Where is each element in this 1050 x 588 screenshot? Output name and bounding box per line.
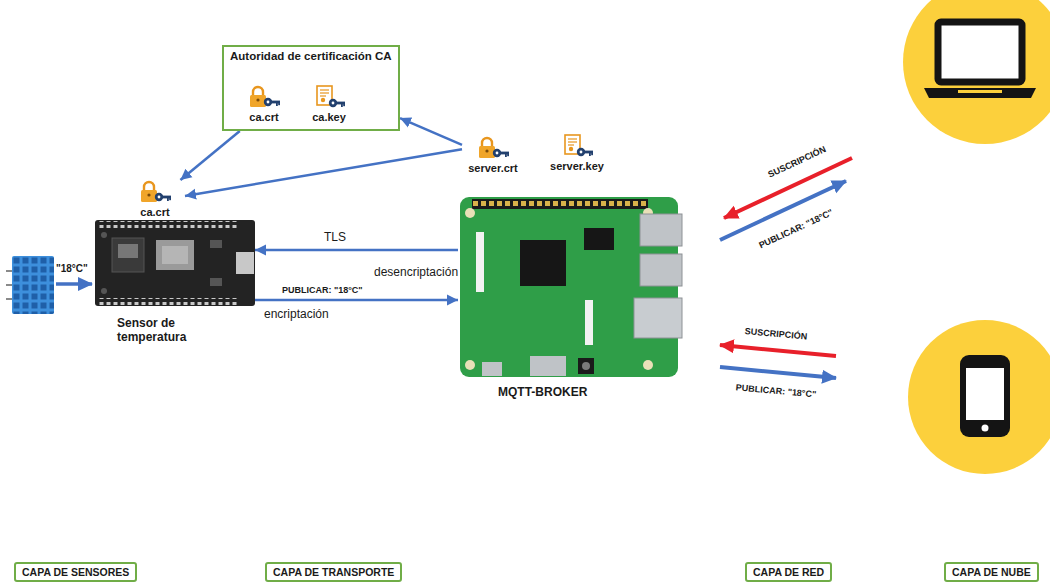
layer-box: CAPA DE NUBE bbox=[944, 562, 1039, 582]
laptop-client-part bbox=[938, 22, 1022, 82]
node-text: CAPA DE SENSORES bbox=[22, 566, 129, 578]
certificate-key-icon bbox=[560, 134, 594, 158]
raspberry-pi-board-part bbox=[640, 214, 682, 246]
publish-arrow bbox=[720, 367, 836, 378]
raspberry-pi-board bbox=[460, 197, 682, 377]
node-text: server.crt bbox=[462, 162, 524, 174]
esp32-board-part bbox=[98, 298, 238, 305]
node-text: ca.key bbox=[300, 111, 358, 123]
phone-client-part bbox=[982, 425, 989, 432]
esp32-board-part bbox=[162, 246, 188, 264]
layer-box: CAPA DE SENSORES bbox=[14, 562, 137, 582]
key-icon: server.key bbox=[545, 134, 609, 178]
phone-client bbox=[908, 320, 1050, 474]
esp32-board-part bbox=[112, 238, 144, 272]
edge-label: PUBLICAR: "18°C" bbox=[280, 285, 365, 295]
key-icon: ca.key bbox=[300, 85, 358, 127]
connector-arrow bbox=[255, 299, 458, 302]
esp32-board-part bbox=[118, 244, 138, 258]
raspberry-pi-board-part bbox=[472, 199, 648, 209]
node-text: server.key bbox=[545, 160, 609, 172]
lock-key-icon bbox=[476, 136, 510, 160]
phone-client-part bbox=[966, 368, 1004, 420]
certificate-icon: ca.crt bbox=[236, 85, 292, 127]
value-label: "18°C" bbox=[54, 263, 90, 275]
message-label: SUSCRIPCIÓN bbox=[742, 326, 809, 342]
raspberry-pi-board-part bbox=[584, 228, 614, 250]
raspberry-pi-board-part bbox=[582, 362, 590, 370]
raspberry-pi-board-part bbox=[476, 232, 484, 292]
raspberry-pi-board-part bbox=[643, 360, 653, 370]
esp32-board-part bbox=[101, 232, 107, 238]
layer-box: CAPA DE RED bbox=[745, 562, 832, 582]
ca-box: Autoridad de certificación CA ca.crt ca.ke… bbox=[222, 45, 400, 131]
message-label: PUBLICAR: "18°C" bbox=[733, 382, 818, 400]
esp32-board-part bbox=[156, 240, 194, 270]
raspberry-pi-board-part bbox=[520, 240, 566, 286]
node-text: CAPA DE TRANSPORTE bbox=[273, 566, 394, 578]
raspberry-pi-board-part bbox=[634, 298, 682, 338]
phone-client-part bbox=[908, 320, 1050, 474]
lock-key-icon bbox=[247, 85, 281, 109]
laptop-client bbox=[903, 0, 1050, 144]
laptop-client-part bbox=[903, 0, 1050, 144]
laptop-client-part bbox=[958, 90, 1002, 93]
subscribe-arrow bbox=[720, 345, 836, 356]
node-text: Sensor de temperatura bbox=[117, 316, 203, 345]
raspberry-pi-board-part bbox=[465, 208, 475, 218]
lock-key-icon bbox=[138, 180, 172, 204]
raspberry-pi-board-part bbox=[578, 358, 594, 374]
raspberry-pi-board-part bbox=[585, 300, 593, 345]
esp32-board-part bbox=[95, 220, 255, 306]
esp32-board-part bbox=[210, 278, 222, 286]
certificate-icon: ca.crt bbox=[125, 180, 185, 222]
node-text: CAPA DE RED bbox=[753, 566, 824, 578]
connector-arrow bbox=[255, 249, 458, 252]
dht-sensor-part bbox=[12, 256, 54, 314]
process-label: desencriptación bbox=[372, 266, 460, 280]
raspberry-pi-board-part bbox=[472, 199, 648, 209]
certificate-key-icon bbox=[312, 85, 346, 109]
sensor-arrow bbox=[56, 282, 92, 286]
node-text: ca.crt bbox=[125, 206, 185, 218]
esp32-node: Sensor de temperatura bbox=[95, 218, 255, 358]
message-label: PUBLICAR: "18°C" bbox=[755, 206, 836, 251]
esp32-board-part bbox=[210, 240, 222, 248]
esp32-board-part bbox=[101, 288, 107, 294]
esp32-board-part bbox=[98, 221, 238, 228]
node-text: Autoridad de certificación CA bbox=[224, 47, 398, 64]
raspberry-pi-board-part bbox=[640, 254, 682, 286]
node-text: ca.crt bbox=[236, 111, 292, 123]
dht-sensor bbox=[6, 256, 54, 314]
dht-sensor-part bbox=[12, 256, 54, 314]
certificate-icon: server.crt bbox=[462, 136, 524, 180]
connector-arrow bbox=[400, 118, 462, 145]
node-text: CAPA DE NUBE bbox=[952, 566, 1031, 578]
connector-arrow bbox=[180, 131, 239, 180]
esp32-board-part bbox=[236, 252, 254, 274]
layer-box: CAPA DE TRANSPORTE bbox=[265, 562, 402, 582]
broker-node: MQTT-BROKER bbox=[458, 195, 680, 410]
raspberry-pi-board-part bbox=[530, 356, 566, 376]
process-label: encriptación bbox=[262, 308, 331, 322]
node-text: MQTT-BROKER bbox=[498, 385, 587, 399]
phone-client-part bbox=[960, 355, 1010, 437]
raspberry-pi-board-part bbox=[482, 362, 502, 376]
laptop-client-part bbox=[924, 88, 1036, 98]
esp32-board bbox=[95, 220, 255, 306]
message-label: SUSCRIPCIÓN bbox=[765, 143, 830, 180]
edge-label: TLS bbox=[322, 231, 348, 245]
connector-arrow bbox=[185, 149, 462, 196]
raspberry-pi-board-part bbox=[465, 360, 475, 370]
